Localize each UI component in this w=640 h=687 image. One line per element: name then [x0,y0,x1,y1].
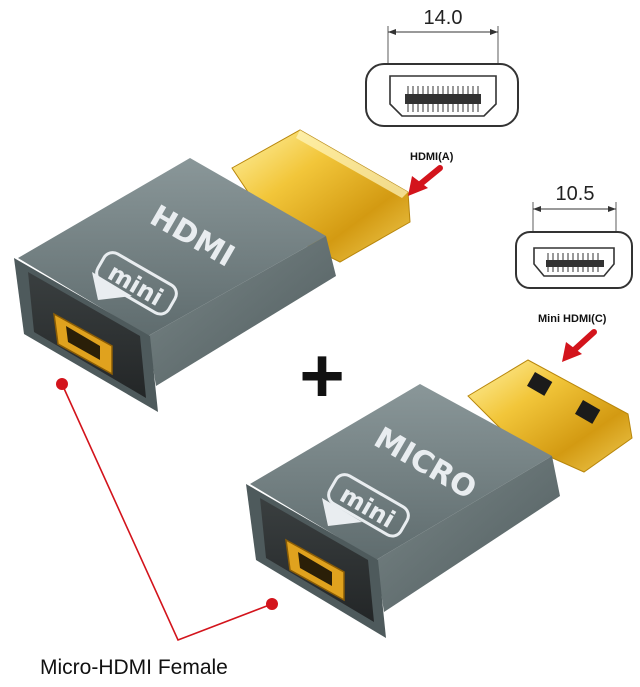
hdmi-triangle-icon [92,272,132,300]
micro-hdmi-port-icon [53,312,113,376]
mini-hdmi-c-diagram: 10.5 Mini HDMI(C) [515,183,633,325]
mini-hdmi-c-arrow-icon [562,329,597,362]
mini-hdmi-c-dimension: 10.5 [556,183,595,205]
micro-triangle-icon [322,498,362,526]
plus-sign: + [299,331,345,419]
hdmi-a-label: HDMI(A) [410,151,454,163]
callout-dot-top [56,378,68,390]
female-port-callout [56,378,278,642]
micro-hdmi-port-icon-2 [285,538,345,602]
hdmi-shell-top [18,158,326,336]
hdmi-adapter: HDMI mini [14,129,411,412]
hdmi-a-arrow-icon [408,165,443,196]
mini-hdmi-c-label: Mini HDMI(C) [538,313,607,325]
hdmi-a-dimension: 14.0 [424,7,463,29]
callout-dot-bottom [266,598,278,610]
hdmi-a-diagram: 14.0 HDMI(A) [365,7,519,163]
mini-hdmi-adapter: MICRO mini [246,359,633,638]
micro-hdmi-female-caption: Micro-HDMI Female [40,656,228,679]
mini-shell-top [250,384,552,560]
